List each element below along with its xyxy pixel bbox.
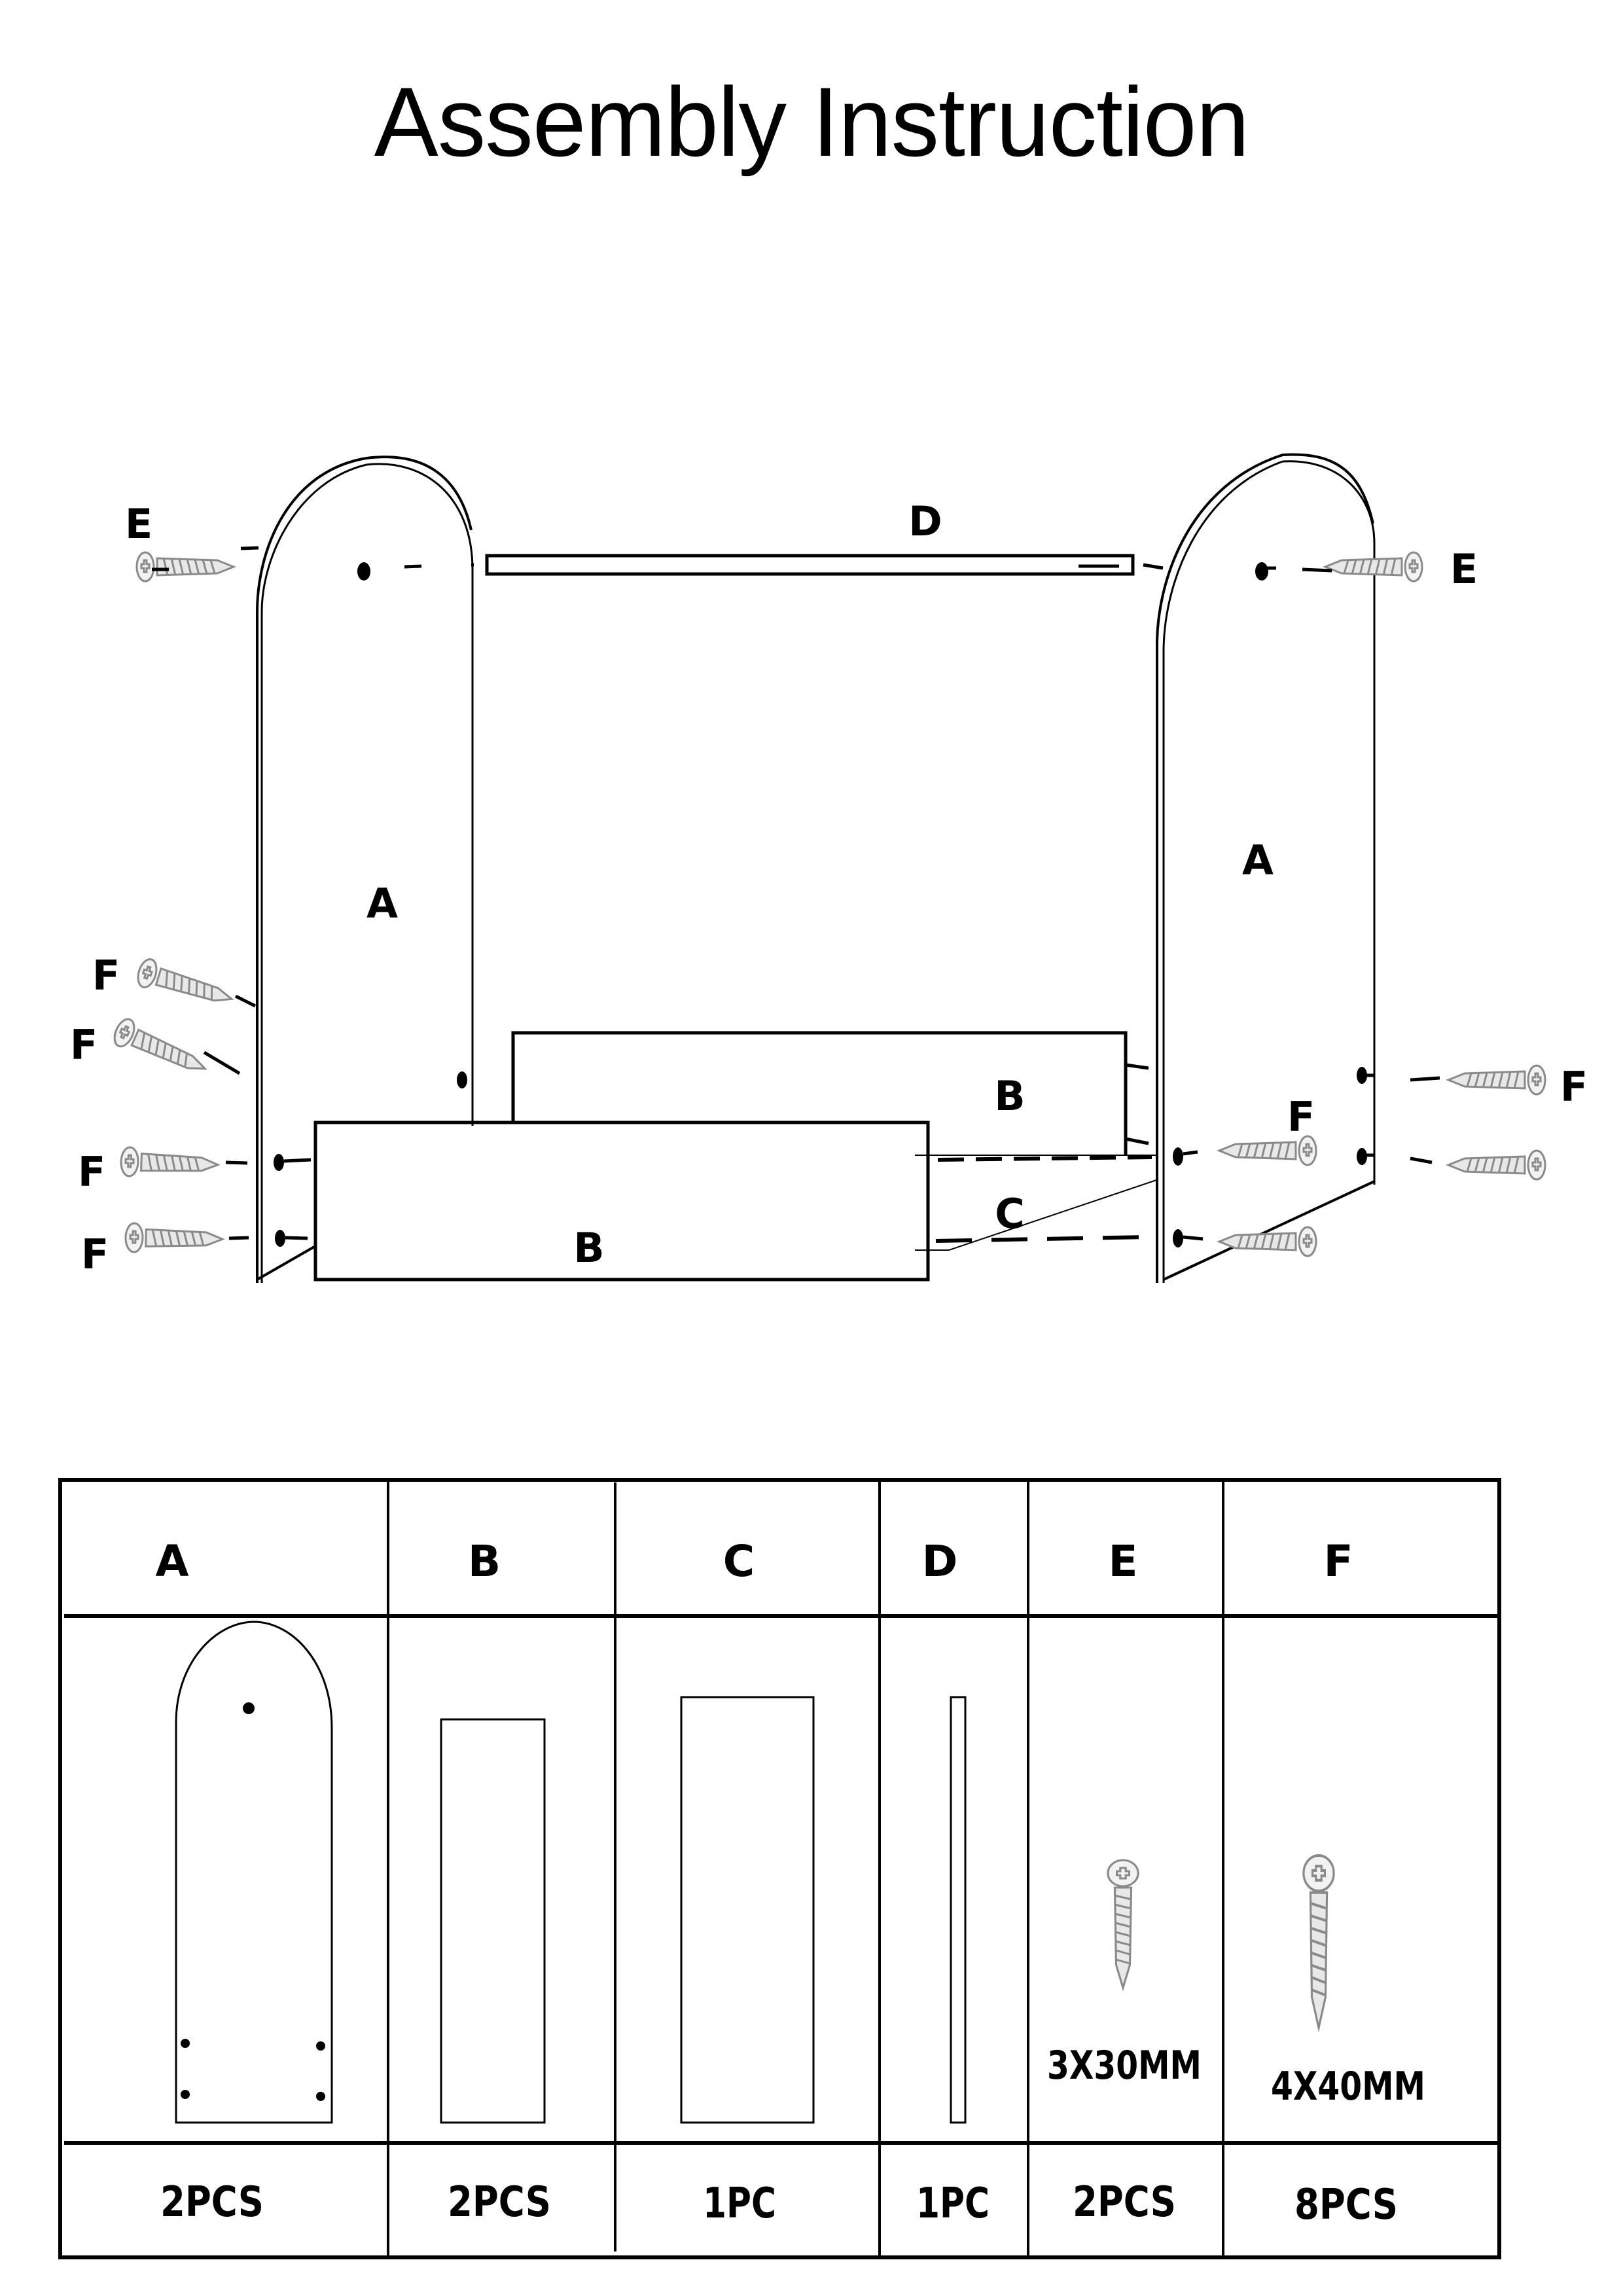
screw-f-left-4-icon (124, 1222, 224, 1255)
bottom-board (915, 1155, 1159, 1251)
label-front-board: B (573, 1224, 604, 1272)
screw-f-left-1-icon (134, 956, 238, 1014)
qty-part-d: 1PC (916, 2179, 990, 2228)
side-panel-right (1156, 453, 1376, 1283)
label-bottom-board: C (995, 1190, 1025, 1238)
screw-f-right-outer-2-icon (1447, 1149, 1546, 1181)
label-screw-f-left-2: F (70, 1021, 98, 1069)
part-f-screw-icon (1304, 1856, 1334, 2028)
screw-f-right-outer-1-icon (1447, 1064, 1546, 1096)
header-part-b: B (468, 1536, 501, 1587)
header-part-f: F (1323, 1536, 1353, 1587)
hole-mid-left (457, 1071, 467, 1088)
top-rail (485, 554, 1135, 576)
label-screw-f-left-3: F (78, 1148, 105, 1196)
screw-f-left-2-icon (109, 1015, 212, 1083)
part-b-illustration (440, 1718, 546, 2124)
qty-part-b: 2PCS (448, 2178, 551, 2227)
label-screw-f-left-1: F (92, 952, 120, 999)
header-part-d: D (922, 1536, 958, 1587)
label-screw-f-left-4: F (81, 1230, 109, 1278)
header-part-c: C (723, 1536, 755, 1587)
side-panel-left (256, 456, 474, 1283)
part-e-screw-icon (1107, 1859, 1139, 1989)
back-board (511, 1031, 1128, 1156)
part-a-illustration (175, 1621, 333, 2124)
screw-e-left-icon (135, 551, 235, 583)
label-screw-e-top-left: E (125, 500, 152, 548)
qty-part-a: 2PCS (160, 2178, 264, 2227)
label-back-board: B (994, 1072, 1025, 1120)
qty-part-c: 1PC (703, 2179, 776, 2228)
spec-part-f: 4X40MM (1271, 2064, 1425, 2109)
exploded-diagram: E E D A A B B C F F F F F F (70, 453, 1588, 1283)
qty-part-e: 2PCS (1073, 2178, 1176, 2227)
parts-table: A B C D E F 3X30MM 4X40MM 2PCS 2PCS 1PC … (58, 1478, 1501, 2259)
part-c-illustration (680, 1696, 815, 2124)
label-top-rail: D (908, 497, 942, 545)
part-d-illustration (950, 1696, 967, 2124)
label-side-panel-left: A (366, 880, 398, 927)
label-side-panel-right: A (1242, 836, 1274, 884)
header-part-e: E (1108, 1536, 1137, 1587)
hole-top-left (357, 562, 370, 581)
qty-part-f: 8PCS (1294, 2181, 1398, 2229)
screw-f-left-3-icon (119, 1146, 220, 1181)
page-title: Assembly Instruction (374, 67, 1250, 177)
label-screw-f-right-outer: F (1560, 1063, 1588, 1111)
label-screw-e-top-right: E (1450, 545, 1478, 593)
spec-part-e: 3X30MM (1047, 2043, 1202, 2089)
header-part-a: A (155, 1536, 188, 1587)
label-screw-f-right-inner: F (1287, 1093, 1315, 1141)
front-board (313, 1121, 930, 1282)
